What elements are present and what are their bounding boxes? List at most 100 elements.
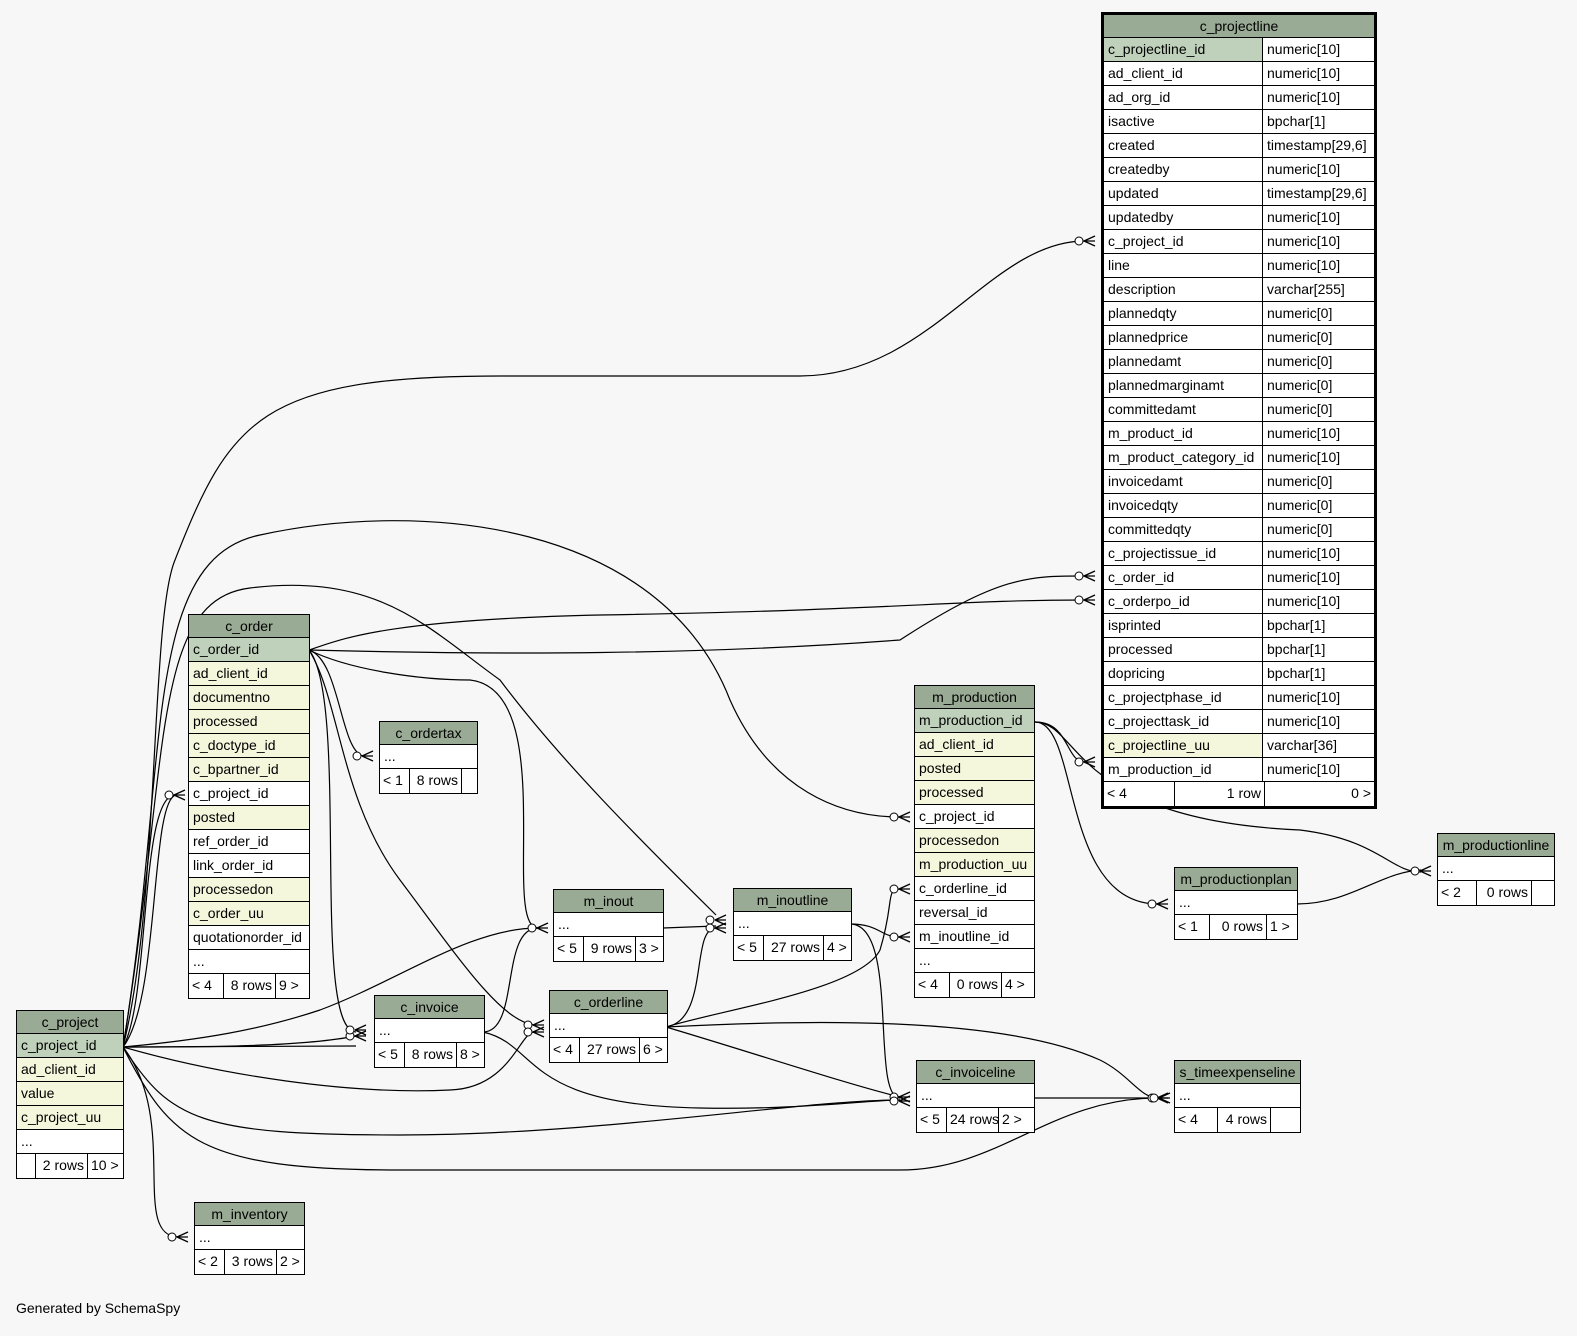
column-row[interactable]: ... xyxy=(1438,857,1554,881)
children-count[interactable] xyxy=(1270,1108,1300,1132)
children-count[interactable]: 10 > xyxy=(87,1154,123,1178)
column-row[interactable]: ... xyxy=(734,912,851,936)
column-row[interactable]: reversal_id xyxy=(915,901,1034,925)
children-count[interactable]: 9 > xyxy=(275,974,309,998)
column-row[interactable]: processedon xyxy=(915,829,1034,853)
column-row[interactable]: ... xyxy=(380,745,477,769)
parents-count[interactable]: < 4 xyxy=(189,974,223,998)
parents-count[interactable]: < 4 xyxy=(550,1038,579,1062)
parents-count[interactable]: < 1 xyxy=(1175,915,1209,939)
column-row[interactable]: c_doctype_id xyxy=(189,734,309,758)
table-header[interactable]: c_project xyxy=(17,1011,123,1034)
column-row[interactable]: processed xyxy=(189,710,309,734)
parents-count[interactable]: < 4 xyxy=(1104,782,1174,806)
table-header[interactable]: m_production xyxy=(915,686,1034,709)
column-row[interactable]: ... xyxy=(195,1226,304,1250)
parents-count[interactable]: < 5 xyxy=(734,936,763,960)
column-row[interactable]: ... xyxy=(917,1084,1034,1108)
table-header[interactable]: c_projectline xyxy=(1104,15,1374,38)
table-header[interactable]: c_invoiceline xyxy=(917,1061,1034,1084)
column-row[interactable]: link_order_id xyxy=(189,854,309,878)
column-row[interactable]: ad_client_id xyxy=(17,1058,123,1082)
column-row[interactable]: c_order_uu xyxy=(189,902,309,926)
column-row[interactable]: ... xyxy=(1175,1084,1300,1108)
column-row[interactable]: ... xyxy=(550,1014,667,1038)
parents-count[interactable]: < 5 xyxy=(554,937,583,961)
table-header[interactable]: m_productionplan xyxy=(1175,868,1297,891)
column-row[interactable]: ... xyxy=(915,949,1034,973)
column-row[interactable]: ad_client_id xyxy=(915,733,1034,757)
column-row[interactable]: ref_order_id xyxy=(189,830,309,854)
parents-count[interactable]: < 5 xyxy=(375,1043,404,1067)
children-count[interactable]: 1 > xyxy=(1266,915,1297,939)
column-row[interactable]: c_order_id xyxy=(189,638,309,662)
column-row[interactable]: ... xyxy=(375,1019,484,1043)
table-header[interactable]: c_invoice xyxy=(375,996,484,1019)
column-row[interactable]: ... xyxy=(189,950,309,974)
column-row[interactable]: processed xyxy=(915,781,1034,805)
column-row[interactable]: c_project_id xyxy=(915,805,1034,829)
table-header[interactable]: c_ordertax xyxy=(380,722,477,745)
children-count[interactable]: 3 > xyxy=(635,937,663,961)
column-row[interactable]: c_orderline_id xyxy=(915,877,1034,901)
parents-count[interactable]: < 1 xyxy=(380,769,409,793)
children-count[interactable]: 0 > xyxy=(1264,782,1374,806)
table-header[interactable]: m_inventory xyxy=(195,1203,304,1226)
column-row[interactable]: processedon xyxy=(189,878,309,902)
parents-count[interactable] xyxy=(17,1154,35,1178)
children-count[interactable] xyxy=(1531,881,1554,905)
column-row[interactable]: c_bpartner_id xyxy=(189,758,309,782)
column-row[interactable]: documentno xyxy=(189,686,309,710)
column-row[interactable]: quotationorder_id xyxy=(189,926,309,950)
table-header[interactable]: m_inout xyxy=(554,890,663,913)
column-row[interactable]: m_inoutline_id xyxy=(915,925,1034,949)
children-count[interactable]: 4 > xyxy=(1001,973,1034,997)
column-row[interactable]: value xyxy=(17,1082,123,1106)
children-count[interactable]: 8 > xyxy=(456,1043,484,1067)
parents-count[interactable]: < 4 xyxy=(1175,1108,1217,1132)
children-count[interactable] xyxy=(461,769,477,793)
column-row[interactable]: ... xyxy=(554,913,663,937)
column-row[interactable]: ... xyxy=(1175,891,1297,915)
parents-count[interactable]: < 5 xyxy=(917,1108,946,1132)
table-header[interactable]: c_orderline xyxy=(550,991,667,1014)
column-row[interactable]: c_project_id xyxy=(17,1034,123,1058)
column-row[interactable]: ... xyxy=(17,1130,123,1154)
column-row[interactable]: ad_client_id xyxy=(189,662,309,686)
table-header[interactable]: s_timeexpenseline xyxy=(1175,1061,1300,1084)
children-count[interactable]: 2 > xyxy=(276,1250,304,1274)
